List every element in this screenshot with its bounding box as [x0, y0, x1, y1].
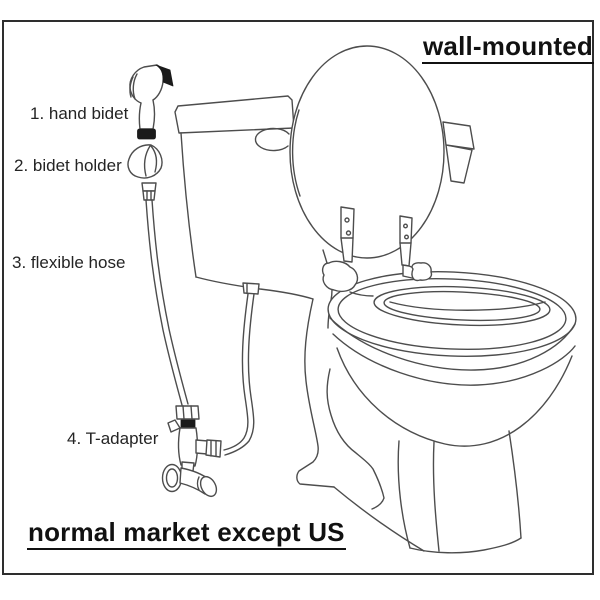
hinge-boss-left: [321, 260, 359, 293]
sprayer-top-bevel: [155, 64, 174, 87]
base-left-edge: [397, 440, 411, 549]
supply-hose-line: [223, 293, 249, 451]
seat-opening-outer: [373, 285, 551, 327]
tank-lid-right-end: [442, 121, 475, 150]
toilet-left-contour: [296, 298, 335, 488]
t-adapter-lever: [167, 419, 181, 433]
toilet-lid-raised: [289, 45, 445, 259]
base-skirt-edge: [333, 486, 425, 552]
hose-connector-body: [142, 190, 156, 201]
label-bidet-holder: 2. bidet holder: [14, 156, 122, 175]
holder-outline: [127, 144, 163, 179]
toilet-base: [333, 430, 522, 554]
flexible-hose-line: [145, 199, 183, 406]
tank-hose-connector: [242, 282, 260, 295]
hose-hex-nut: [175, 405, 200, 420]
flexible-hose-drawing: [141, 182, 189, 406]
flexible-hose-line: [151, 199, 189, 405]
seat-band-bottom: [332, 333, 576, 386]
hose-connector-cap: [141, 182, 157, 192]
valve-outlet-ring: [196, 476, 200, 491]
hinge-hole: [344, 217, 350, 223]
label-flexible-hose: 3. flexible hose: [12, 253, 126, 272]
sprayer-head: [129, 64, 164, 104]
hex-nut-facet: [190, 405, 193, 420]
tank-left-edge: [180, 132, 197, 278]
hinge-strap-right: [399, 215, 413, 267]
wall-flange-inner: [165, 468, 179, 488]
tank-bottom-edge: [195, 276, 314, 300]
valve-outlet-cap: [199, 475, 218, 498]
heading-normal-market: normal market except US: [27, 518, 346, 551]
hinge-hole: [404, 234, 410, 240]
seat-rim: [337, 277, 567, 351]
hinge-boss-right: [411, 262, 433, 282]
heading-wall-mounted: wall-mounted: [422, 32, 594, 65]
seat-opening-inner: [383, 290, 541, 322]
seat-detail-mark: [349, 291, 374, 297]
right-port-hex-nut: [205, 439, 222, 458]
t-adapter-drawing: [161, 405, 222, 498]
bidet-holder-drawing: [127, 144, 163, 179]
seat-detail-arc: [389, 301, 546, 311]
seat-band-top: [329, 317, 576, 371]
tank-right-side: [445, 144, 473, 184]
label-hand-bidet: 1. hand bidet: [30, 104, 129, 123]
toilet-hinges: [321, 206, 433, 293]
base-center-line: [432, 441, 440, 552]
tank-top-hole: [254, 127, 290, 152]
sprayer-handle: [138, 99, 156, 130]
hand-bidet-drawing: [129, 64, 174, 140]
t-adapter-body: [177, 427, 199, 467]
hex-nut-facet: [182, 405, 185, 420]
toilet-lid-inner-edge: [291, 109, 301, 197]
bowl-outline: [336, 347, 573, 447]
sprayer-handle-band: [137, 128, 156, 140]
label-t-adapter: 4. T-adapter: [67, 429, 159, 448]
hinge-hole: [345, 230, 352, 236]
toilet-drawing: [174, 45, 577, 554]
supply-hose-drawing: [223, 282, 260, 456]
holder-rim-line: [150, 145, 158, 173]
sprayer-nozzle-arc: [132, 73, 138, 100]
t-adapter-collar: [180, 419, 196, 429]
sprayer-nozzle-arc: [129, 76, 134, 98]
tank-lid: [174, 95, 295, 134]
supply-hose-line: [224, 293, 255, 456]
toilet-left-inner-contour: [326, 368, 385, 510]
base-right-edge: [508, 430, 522, 539]
holder-fold-line: [143, 145, 151, 177]
seat-outer: [327, 270, 577, 358]
base-bottom-edge: [409, 537, 522, 554]
hinge-hole: [403, 223, 409, 229]
toilet-seat: [327, 270, 577, 358]
figure-border: [2, 20, 594, 575]
